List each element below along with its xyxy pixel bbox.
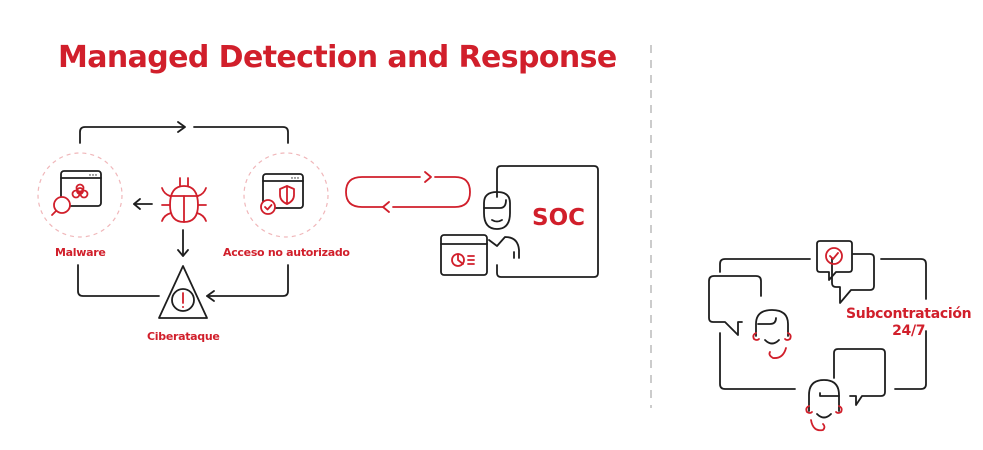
malware-label: Malware xyxy=(55,246,106,259)
soc-label: SOC xyxy=(532,205,585,231)
agent-headset-icon xyxy=(708,275,792,359)
malware-node xyxy=(37,152,123,238)
cyberattack-label: Ciberataque xyxy=(147,330,220,343)
outsourcing-label-line2: 24/7 xyxy=(892,323,926,339)
cycle-connectors xyxy=(77,121,289,302)
exchange-arrows-icon xyxy=(345,171,471,213)
analyst-person-icon xyxy=(483,191,520,259)
outsourcing-label: Subcontratación 24/7 xyxy=(846,306,972,340)
bug-icon xyxy=(161,177,207,223)
unauthorized-access-label: Acceso no autorizado xyxy=(223,246,350,259)
chat-check-icon xyxy=(816,240,875,304)
page-title: Managed Detection and Response xyxy=(58,40,617,75)
unauthorized-access-node xyxy=(243,152,329,238)
outsourcing-connectors xyxy=(719,258,927,390)
warning-triangle-icon xyxy=(158,265,208,319)
dashboard-window-icon xyxy=(440,234,488,276)
soc-box xyxy=(496,165,599,278)
browser-shield-check-icon xyxy=(260,173,304,215)
browser-biohazard-magnifier-icon xyxy=(51,170,102,216)
agent-headset-icon xyxy=(805,348,886,432)
outsourcing-label-line1: Subcontratación xyxy=(846,306,972,322)
